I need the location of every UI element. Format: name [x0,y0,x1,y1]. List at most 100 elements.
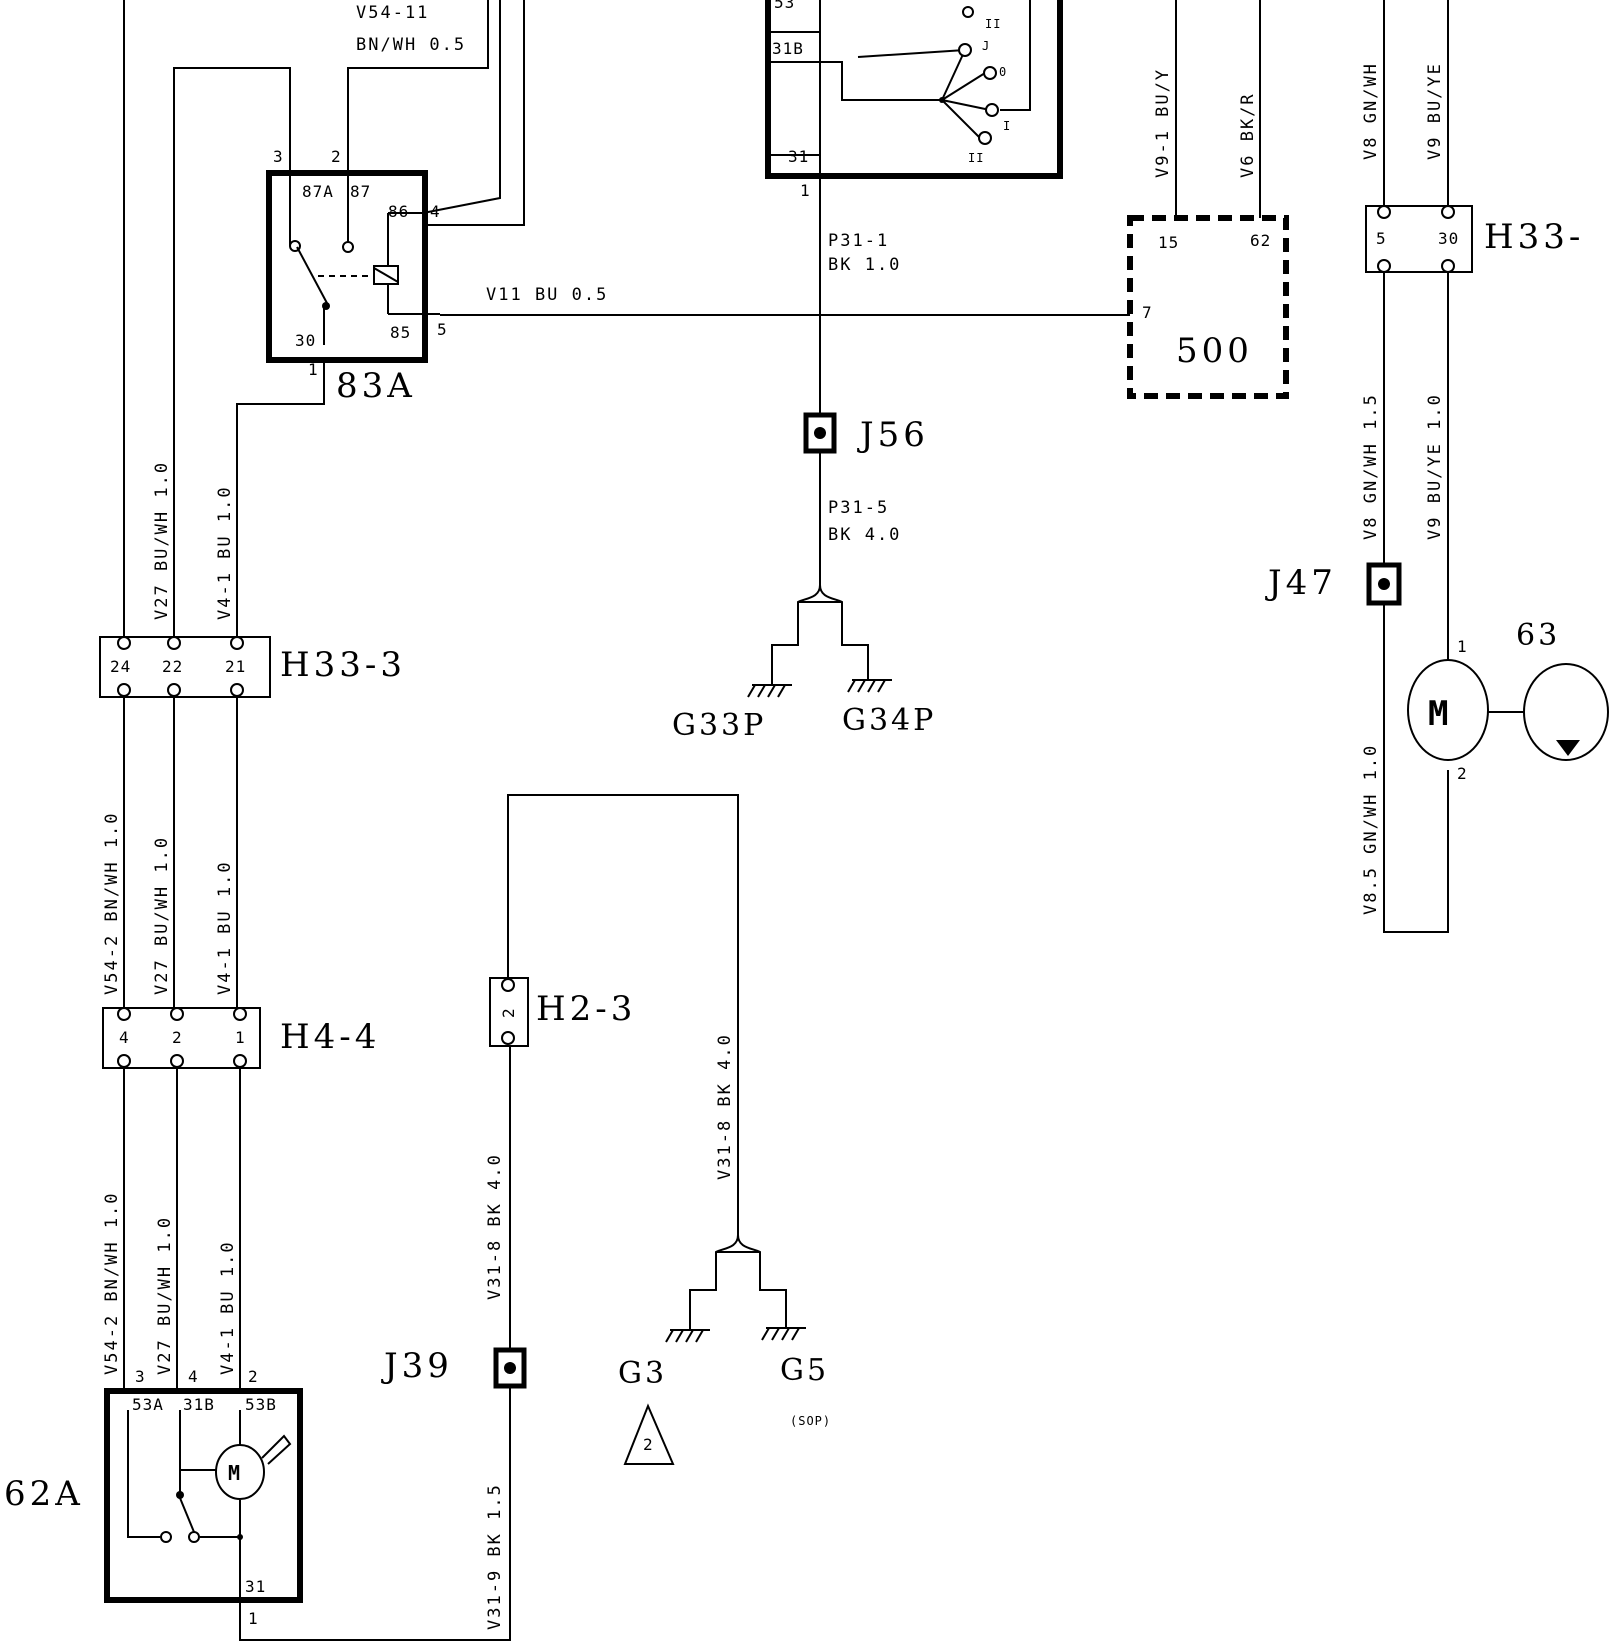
wire-label-v27-top: V27 BU/WH 1.0 [152,461,172,620]
connector-h4-4: 4 2 1 H4-4 [102,1007,380,1069]
module-500: 15 62 7 500 [1127,0,1289,399]
connector-h33-right-pin-30: 30 [1438,229,1459,248]
relay-term-87: 87 [350,182,371,201]
ground-g33p-label: G33P [672,708,766,743]
motor-63-label: 63 [1516,618,1560,653]
fuel-pump-tank [1523,663,1609,761]
connector-h33-3-pin-21: 21 [225,657,246,676]
ground-symbol-g33p [747,684,792,698]
relay-switch-blade [296,246,329,306]
motor-62a-pin-1: 1 [248,1609,259,1628]
wire-label-v31-8-right: V31-8 BK 4.0 [715,1033,735,1180]
wire-label-v9-1: V9-1 BU/Y [1153,68,1173,178]
wire-label-v31-9: V31-9 BK 1.5 [485,1483,505,1630]
module-500-box [1127,215,1289,399]
switch-pos-o: 0 [999,65,1007,79]
switch-term-31b: 31B [772,39,804,58]
relay-pin-4: 4 [430,202,441,221]
connector-h4-4-pin-2: 2 [172,1028,183,1047]
ground-g3-warning-triangle-icon [623,1403,675,1465]
relay-term-30: 30 [295,331,316,350]
relay-term-85: 85 [390,323,411,342]
connector-h33-3-pin-24: 24 [110,657,131,676]
relay-83a: 3 2 87A 87 86 4 30 85 5 1 83A [266,147,447,406]
module-500-pin-15: 15 [1158,233,1179,252]
ground-g5-label: G5 [780,1353,829,1388]
switch-pos-i: I [1003,119,1011,133]
wire-label-v9-mid: V9 BU/YE 1.0 [1425,393,1445,540]
motor-63-symbol: M [1428,694,1448,734]
wire-label-p31-5: P31-5 [828,498,889,518]
motor-62a-pin-2: 2 [248,1367,259,1386]
relay-pin-2: 2 [331,147,342,166]
wire-label-v4-1-mid: V4-1 BU 1.0 [215,860,235,995]
motor-62a-box [104,1388,303,1603]
wire-label-p31-5-spec: BK 4.0 [828,525,901,545]
fuel-pump-arrow-icon [1556,740,1580,756]
connector-h2-3: 2 H2-3 [489,977,632,1047]
wire-label-v8-5: V8.5 GN/WH 1.0 [1361,744,1381,915]
wire-label-p31-1: P31-1 [828,231,889,251]
wire-v4-1-top [236,360,325,642]
wire-label-p31-1-spec: BK 1.0 [828,255,901,275]
connector-h4-4-pin-1: 1 [235,1028,246,1047]
motor-63-pin-1: 1 [1457,637,1468,656]
motor-62a-pin-4: 4 [188,1367,199,1386]
motor-62a-circle [215,1444,265,1500]
wire-label-v54-11-spec: BN/WH 0.5 [356,35,466,55]
ground-g34p-label: G34P [842,703,936,738]
ground-g3-label: G3 [618,1356,667,1391]
wire-v31-8-loop [507,794,739,1235]
wire-label-v27-mid: V27 BU/WH 1.0 [152,836,172,995]
switch-term-53: 53 [774,0,795,12]
connector-h2-3-pin-2: 2 [499,1007,518,1018]
motor-62a-term-53b: 53B [245,1395,277,1414]
motor-62a-term-31b: 31B [183,1395,215,1414]
wire-label-v54-2-bot: V54-2 BN/WH 1.0 [102,1191,122,1375]
motor-63-pin-2: 2 [1457,764,1468,783]
ground-g33p-g34p: G33P G34P [672,584,936,743]
connector-h33-3-label: H33-3 [280,645,406,685]
wire-label-v4-1-top: V4-1 BU 1.0 [215,485,235,620]
motor-63-circle [1407,659,1489,761]
connector-h33-3-pin-22: 22 [162,657,183,676]
wire-v31-9 [239,1375,511,1641]
right-circuit: 5 30 H33- J47 M 1 2 63 [1265,0,1609,933]
switch-pos-ii-top: II [985,17,1001,31]
relay-term-86: 86 [388,202,409,221]
connector-h33-3: 24 22 21 H33-3 [99,636,406,698]
wire-label-v11: V11 BU 0.5 [486,285,608,305]
motor-62a: M 53A 31B 53B 31 3 4 2 1 62A [4,1367,303,1628]
wire-label-v54-2-mid: V54-2 BN/WH 1.0 [102,811,122,995]
ground-symbol-g3 [665,1329,710,1343]
module-500-pin-62: 62 [1250,231,1271,250]
wire-label-v8-top: V8 GN/WH [1361,62,1381,160]
wire-v27-top [173,67,291,642]
ground-symbol-g5 [761,1327,806,1341]
junction-j47-label: J47 [1265,563,1337,603]
wire-label-v6: V6 BK/R [1238,92,1258,178]
junction-j56-label: J56 [857,415,929,455]
relay-pin-3: 3 [273,147,284,166]
connector-h33-right-label: H33- [1484,217,1584,257]
left-harness-wires [123,0,739,1641]
relay-83a-label: 83A [336,366,416,406]
module-500-pin-7: 7 [1142,303,1153,322]
wire-label-v54-11: V54-11 [356,3,429,23]
ignition-switch-box [765,0,1063,179]
switch-pos-j: J [982,39,990,53]
motor-62a-term-31: 31 [245,1577,266,1596]
switch-term-31: 31 [788,147,809,166]
wire-v54-11 [347,0,489,160]
wiper-arm-icon [261,1434,292,1465]
connector-h4-4-pin-4: 4 [119,1028,130,1047]
relay-87-contact [342,241,354,253]
ground-g5-note: (SOP) [790,1414,831,1428]
motor-62a-term-53a: 53A [132,1395,164,1414]
wire-label-v4-1-bot: V4-1 BU 1.0 [218,1240,238,1375]
motor-62a-label: 62A [4,1474,84,1514]
connector-h4-4-label: H4-4 [280,1017,380,1057]
motor-62a-pin-3: 3 [135,1367,146,1386]
